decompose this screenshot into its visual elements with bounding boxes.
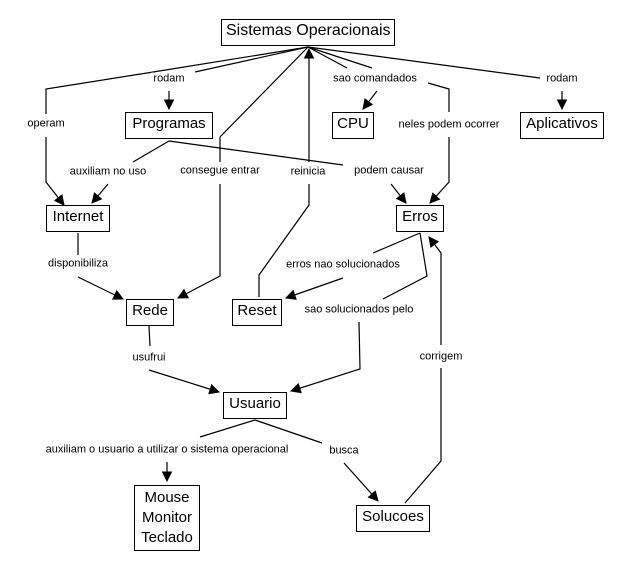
concept-label: Rede xyxy=(132,302,168,319)
link-programas-auxiliamnouso xyxy=(132,140,170,163)
link-nelespodemocorrer-erros-2 xyxy=(429,137,450,204)
concept-label: Solucoes xyxy=(362,508,424,525)
concept-internet: Internet xyxy=(46,205,110,232)
link-usuario-busca xyxy=(254,419,323,444)
link-label-erros-nao-solucionados: erros nao solucionados xyxy=(284,258,402,272)
link-operam-internet xyxy=(45,137,65,206)
link-erros-saosolucionados xyxy=(382,232,428,300)
concept-label: Reset xyxy=(237,302,277,319)
concept-erros: Erros xyxy=(396,205,444,232)
link-rede-usufrui xyxy=(148,325,151,347)
link-reset-reinicia xyxy=(258,184,310,297)
link-solucoes-corrigem xyxy=(404,368,442,504)
concept-label: Sistemas Operacionais xyxy=(226,22,391,39)
link-label-operam: operam xyxy=(25,117,67,131)
concept-perifericos: Mouse Monitor Teclado xyxy=(134,485,200,551)
concept-usuario: Usuario xyxy=(223,392,287,419)
concept-label: CPU xyxy=(337,115,369,132)
link-so-rodam2 xyxy=(307,46,541,79)
link-label-usufrui: usufrui xyxy=(130,351,168,365)
link-saocomandados-cpu xyxy=(362,90,378,110)
concept-label: Usuario xyxy=(229,395,281,412)
concept-label-monitor: Monitor xyxy=(141,509,193,526)
concept-label: Internet xyxy=(52,208,104,225)
link-programas-podemcausar xyxy=(168,140,344,166)
concept-label: Programas xyxy=(132,115,206,132)
link-label-rodam-programas: rodam xyxy=(151,72,187,86)
link-so-nelespodemocorrer xyxy=(307,46,373,69)
link-label-disponibiliza: disponibiliza xyxy=(46,257,110,271)
link-so-saocomandados xyxy=(307,46,348,69)
link-disponibiliza-rede xyxy=(77,276,124,300)
concept-reset: Reset xyxy=(232,299,282,326)
link-auxiliamnouso-internet xyxy=(91,183,109,204)
link-conseguentrar-rede xyxy=(177,184,221,299)
concept-cpu: CPU xyxy=(332,112,374,139)
concept-sistemas-operacionais: Sistemas Operacionais xyxy=(221,19,395,46)
link-so-conseguentrar xyxy=(219,46,309,162)
link-label-sao-solucionados-pelo: sao solucionados pelo xyxy=(302,303,416,317)
link-label-auxiliam-o-usuario: auxiliam o usuario a utilizar o sistema … xyxy=(43,443,291,457)
link-label-podem-causar: podem causar xyxy=(352,164,426,178)
link-busca-solucoes xyxy=(343,462,379,502)
link-label-auxiliam-no-uso: auxiliam no uso xyxy=(67,165,149,179)
link-so-rodam xyxy=(194,46,309,73)
link-errosnaosolucionados-reset xyxy=(284,277,344,300)
concept-label: Erros xyxy=(402,208,438,225)
link-erros-errosnaosolucionados xyxy=(372,232,421,254)
link-label-busca: busca xyxy=(327,444,361,458)
link-label-rodam-aplicativos: rodam xyxy=(544,72,580,86)
concept-rede: Rede xyxy=(126,299,174,326)
link-podemcausar-erros xyxy=(390,183,407,204)
link-corrigem-erros xyxy=(428,236,442,345)
link-so-operam xyxy=(45,46,309,114)
link-saosolucionados-usuario xyxy=(289,321,361,394)
concept-aplicativos: Aplicativos xyxy=(520,112,604,139)
link-nelespodemocorrer-erros xyxy=(427,82,450,112)
link-label-sao-comandados: sao comandados xyxy=(331,72,419,86)
concept-label-teclado: Teclado xyxy=(141,529,193,546)
link-usufrui-usuario xyxy=(148,369,221,395)
link-label-reinicia: reinicia xyxy=(288,165,328,179)
concept-solucoes: Solucoes xyxy=(356,505,430,532)
concept-label-mouse: Mouse xyxy=(144,489,190,506)
link-label-corrigem: corrigem xyxy=(417,350,465,364)
link-label-neles-podem-ocorrer: neles podem ocorrer xyxy=(396,118,502,132)
concept-label: Aplicativos xyxy=(526,115,598,132)
link-label-consegue-entrar: consegue entrar xyxy=(178,164,262,178)
concept-programas: Programas xyxy=(125,112,213,139)
link-usuario-auxiliamousuario xyxy=(199,419,256,438)
